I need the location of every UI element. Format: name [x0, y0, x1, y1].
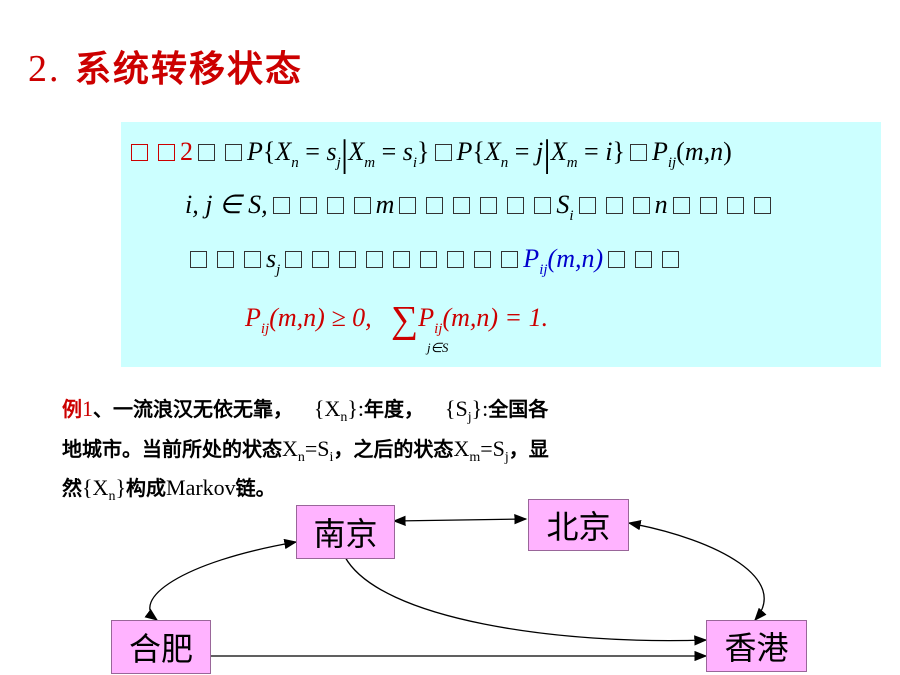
arrow-nanjing-hefei — [144, 538, 298, 621]
condition-nonneg: (m,n) ≥ 0, — [269, 303, 372, 332]
definition-line-2: i, j ∈ S, m Si n — [185, 190, 776, 225]
chain-set: {X — [82, 475, 109, 500]
transition-prob-P: P — [523, 244, 540, 273]
state-s: s — [266, 244, 277, 273]
sj-set: {S — [444, 396, 468, 421]
xm-symbol-sub: m — [469, 450, 481, 465]
chain-set-sub: n — [108, 489, 116, 504]
definition-box — [121, 122, 881, 367]
example-intro: 、一流浪汉无依无靠， — [93, 397, 293, 421]
xn-set: {X — [313, 396, 341, 421]
sj-sub: j — [467, 410, 472, 425]
xm-symbol: X — [453, 436, 470, 461]
state-S: S — [556, 190, 570, 219]
xn-tail: }: — [347, 396, 365, 421]
thus-text: 然 — [62, 476, 82, 500]
state-s-sub: j — [276, 262, 281, 278]
xn-symbol: X — [282, 436, 298, 461]
city-hongkong: 香港 — [706, 620, 807, 672]
example-number: 1 — [82, 396, 93, 421]
arrow-nanjing-hongkong — [344, 556, 708, 646]
city-beijing: 北京 — [528, 499, 629, 551]
sj-eq: =S — [480, 436, 505, 461]
city-hefei: 合肥 — [111, 620, 211, 674]
title-text: 系统转移状态 — [75, 49, 304, 90]
chain-set-tail: } — [115, 475, 127, 500]
si-sub: i — [329, 450, 334, 465]
slide-title: 2. 系统转移状态 — [28, 40, 303, 92]
definition-line-3: sj Pij(m,n) — [185, 244, 684, 279]
example-line-3: 然{Xn}构成Markov链。 — [62, 472, 276, 505]
definition-conditions: Pij(m,n) ≥ 0, ∑Pij(m,n) = 1. — [245, 299, 549, 341]
sj-tail: }: — [471, 396, 489, 421]
transition-prob-sub: ij — [539, 262, 548, 278]
arrow-nanjing-beijing — [392, 513, 528, 527]
example-label: 例 — [62, 397, 82, 421]
obvious-text: ，显 — [508, 437, 549, 461]
index-set: i, j ∈ S, — [185, 190, 268, 219]
example-line-2: 地城市。当前所处的状态Xn=Si，之后的状态Xm=Sj，显 — [62, 433, 549, 466]
markov-word: Markov — [166, 475, 236, 500]
year-text: 年度， — [364, 397, 425, 421]
time-n: n — [654, 190, 668, 219]
xn-sub: n — [340, 410, 348, 425]
si-eq: =S — [304, 436, 330, 461]
state-S-sub: i — [569, 208, 574, 224]
transition-prob-args: (m,n) — [547, 244, 604, 273]
forms-text: 构成 — [126, 476, 167, 500]
title-number: 2. — [28, 48, 61, 90]
city-nanjing: 南京 — [296, 505, 395, 559]
chain-text: 链。 — [235, 476, 276, 500]
arrow-beijing-hongkong — [627, 520, 767, 621]
time-m: m — [375, 190, 395, 219]
current-state-text: 地城市。当前所处的状态 — [62, 437, 282, 461]
next-state-text: ，之后的状态 — [333, 437, 454, 461]
example-line-1: 例1、一流浪汉无依无靠， {Xn}:年度， {Sj}:全国各 — [62, 393, 548, 426]
condition-sum: (m,n) = 1. — [442, 303, 549, 332]
cities-text: 全国各 — [488, 397, 549, 421]
definition-number: 2 — [180, 137, 193, 166]
sj-eq-sub: j — [504, 450, 509, 465]
sum-index: j∈S — [427, 340, 449, 355]
xn-symbol-sub: n — [297, 450, 305, 465]
